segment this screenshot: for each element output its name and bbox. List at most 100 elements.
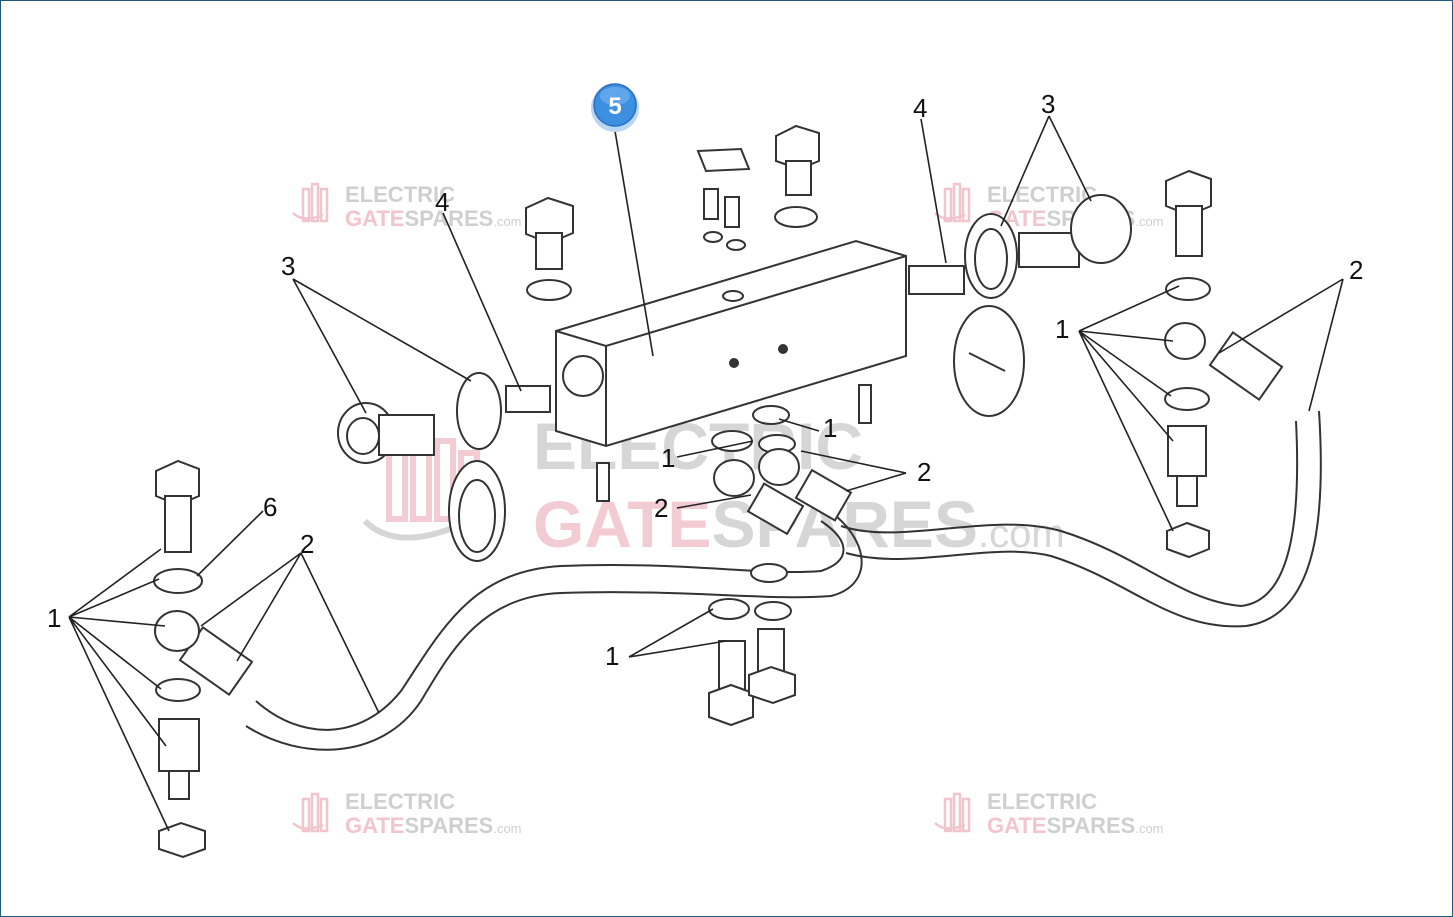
cylinder-hole xyxy=(729,358,739,368)
nut-tail xyxy=(168,770,190,800)
watermark-line2: GATESPARES.com xyxy=(987,813,1164,838)
bolt-head xyxy=(775,124,820,171)
watermark-line1: ELECTRIC xyxy=(345,182,455,207)
bolt-head xyxy=(525,196,574,245)
right-pipe-inner xyxy=(845,410,1322,628)
banjo-fitting xyxy=(154,610,200,652)
cover-mark xyxy=(968,352,1006,372)
bolt-shank xyxy=(785,160,812,196)
lock-shaft xyxy=(908,265,965,295)
washer xyxy=(752,405,790,425)
hex-nut xyxy=(158,821,206,859)
cylinder-hole xyxy=(778,344,788,354)
callout-bottom-1: 1 xyxy=(605,641,619,671)
small-screw xyxy=(724,196,740,228)
badge-shine xyxy=(600,87,630,105)
callout-left-1: 1 xyxy=(47,603,61,633)
washer xyxy=(750,563,788,583)
dowel-pin xyxy=(858,384,872,424)
watermark-gate: GATE xyxy=(345,206,404,231)
watermark-logo-icon xyxy=(934,182,971,223)
watermark-top-right: ELECTRIC GATESPARES.com xyxy=(934,182,1164,231)
bolt-shank xyxy=(164,495,192,553)
callout-right-3: 3 xyxy=(1041,89,1055,119)
watermark-suffix: .com xyxy=(493,214,521,229)
cylinder-bore xyxy=(562,355,604,397)
lock-body xyxy=(1018,232,1080,268)
watermark-bottom-left: ELECTRIC GATESPARES.com xyxy=(292,789,522,838)
washer xyxy=(754,601,792,621)
left-pipe xyxy=(255,520,845,731)
watermark-gate: GATE xyxy=(345,813,404,838)
bolt-head xyxy=(748,665,796,705)
washer xyxy=(1164,387,1210,411)
top-small-parts xyxy=(525,124,820,301)
lock-shaft xyxy=(505,385,551,413)
watermark-spares: SPARES xyxy=(1046,813,1135,838)
callout-center-2a: 2 xyxy=(917,457,931,487)
left-pipe-inner xyxy=(245,515,863,751)
callout-right-2: 2 xyxy=(1349,255,1363,285)
lock-cover-plate xyxy=(953,305,1025,417)
left-fitting-stack xyxy=(153,459,206,859)
watermark-gate: GATE xyxy=(533,487,711,561)
right-lock-assembly xyxy=(908,194,1132,417)
watermark-logo-icon xyxy=(292,182,329,223)
key-slot xyxy=(346,417,380,455)
watermark-top-left: ELECTRIC GATESPARES.com xyxy=(292,182,522,231)
callout-labels: 3 4 4 3 2 1 1 1 2 2 6 2 1 1 xyxy=(47,89,1363,671)
washer xyxy=(1165,277,1211,301)
bolt-head xyxy=(155,459,200,507)
small-screw xyxy=(703,188,719,220)
watermark-logo-icon xyxy=(292,792,329,833)
callout-right-1: 1 xyxy=(1055,314,1069,344)
right-pipe-ferrule xyxy=(1208,331,1284,401)
callout-left-3: 3 xyxy=(281,251,295,281)
lock-cover-window xyxy=(458,479,496,553)
hex-nut xyxy=(1166,521,1210,559)
bolt-shank xyxy=(1175,205,1203,257)
bolt-shank xyxy=(535,232,563,270)
watermark-suffix: .com xyxy=(1135,821,1163,836)
washer xyxy=(708,598,750,620)
washer xyxy=(155,678,201,702)
watermark-spares: SPARES xyxy=(404,813,493,838)
watermark-suffix: .com xyxy=(493,821,521,836)
nut-body xyxy=(1167,425,1207,477)
small-washer xyxy=(703,231,723,243)
callout-left-6: 6 xyxy=(263,492,277,522)
watermark-suffix: .com xyxy=(978,512,1065,556)
watermark-logo-icon xyxy=(934,792,971,833)
small-washer xyxy=(726,239,746,251)
washer xyxy=(774,206,818,228)
right-fitting-stack xyxy=(1164,169,1212,559)
hydraulic-pipes xyxy=(178,331,1322,751)
watermark-gate: GATE xyxy=(987,813,1046,838)
cylinder-port xyxy=(722,290,744,302)
banjo-fitting xyxy=(758,448,800,486)
watermark-suffix: .com xyxy=(1135,214,1163,229)
callout-center-2b: 2 xyxy=(654,493,668,523)
o-ring xyxy=(456,372,502,450)
pipe-ferrule xyxy=(746,482,805,536)
lock-body xyxy=(378,414,435,456)
pipe-ferrule xyxy=(794,468,853,522)
key-barrel xyxy=(1070,194,1132,264)
clip-part xyxy=(696,147,751,173)
badge-label: 5 xyxy=(608,93,621,120)
washer xyxy=(153,568,203,594)
watermark-line1: ELECTRIC xyxy=(987,789,1097,814)
callout-left-4: 4 xyxy=(435,187,449,217)
selected-part-badge[interactable]: 5 xyxy=(591,83,639,132)
bolt-head xyxy=(708,683,754,727)
leader-lines xyxy=(68,115,1344,832)
washer xyxy=(526,279,572,301)
callout-center-1a: 1 xyxy=(823,413,837,443)
watermark-line2: GATESPARES.com xyxy=(345,813,522,838)
watermark-line2: GATESPARES.com xyxy=(345,206,522,231)
right-pipe xyxy=(840,420,1299,608)
left-lock-assembly xyxy=(337,372,551,562)
banjo-fitting xyxy=(1164,322,1206,360)
